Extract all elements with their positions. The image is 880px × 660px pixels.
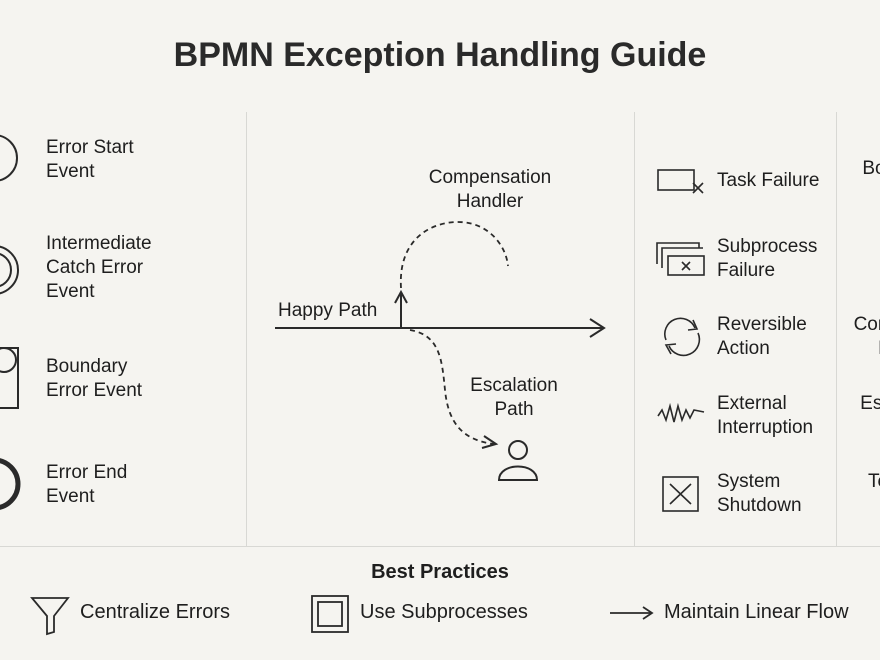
- error-start-event-icon: [0, 134, 18, 182]
- boundary-error-event-icon: [0, 347, 19, 409]
- person-icon: [497, 440, 539, 481]
- best-practice-centralize-errors: Centralize Errors: [80, 601, 231, 623]
- subprocess-square-icon: [311, 595, 349, 633]
- cut-label: EscE: [860, 393, 880, 414]
- escalation-dashed-path: [409, 329, 495, 445]
- divider: [246, 112, 247, 546]
- best-practice-use-subprocesses: Use Subprocesses: [360, 601, 528, 623]
- compensation-up-arrow: [394, 289, 408, 328]
- external-interruption-icon: [657, 402, 705, 423]
- best-practices-title: Best Practices: [371, 561, 509, 583]
- divider: [0, 546, 880, 547]
- happy-path-arrow: [275, 318, 606, 338]
- trigger-label: Task Failure: [717, 170, 820, 191]
- error-end-event-icon: [0, 458, 21, 510]
- arrow-right-icon: [610, 606, 654, 620]
- page-title: BPMN Exception Handling Guide: [173, 36, 707, 74]
- reversible-action-icon: [664, 317, 701, 357]
- cut-label: ConH: [853, 314, 880, 359]
- intermediate-catch-error-icon: [0, 245, 19, 295]
- happy-path-label: Happy Path: [278, 300, 378, 321]
- divider: [836, 112, 837, 546]
- system-shutdown-icon: [662, 476, 699, 512]
- best-practice-linear-flow: Maintain Linear Flow: [664, 601, 849, 623]
- escalation-arrowhead: [481, 435, 499, 449]
- cut-label: TeE: [867, 471, 880, 492]
- divider: [634, 112, 635, 546]
- subprocess-failure-icon: [656, 242, 705, 276]
- compensation-dashed-path: [400, 221, 509, 289]
- task-failure-icon: [657, 169, 704, 194]
- funnel-icon: [30, 597, 70, 636]
